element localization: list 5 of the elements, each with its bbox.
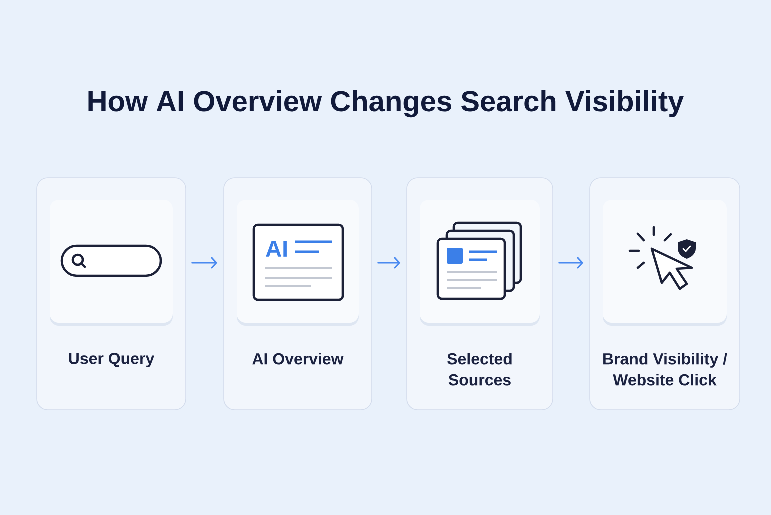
title: How AI Overview Changes Search Visibility [88, 90, 684, 118]
arrow [192, 256, 218, 270]
icon-label: AI [266, 241, 287, 257]
arrow [378, 256, 401, 270]
arrow [558, 256, 584, 270]
